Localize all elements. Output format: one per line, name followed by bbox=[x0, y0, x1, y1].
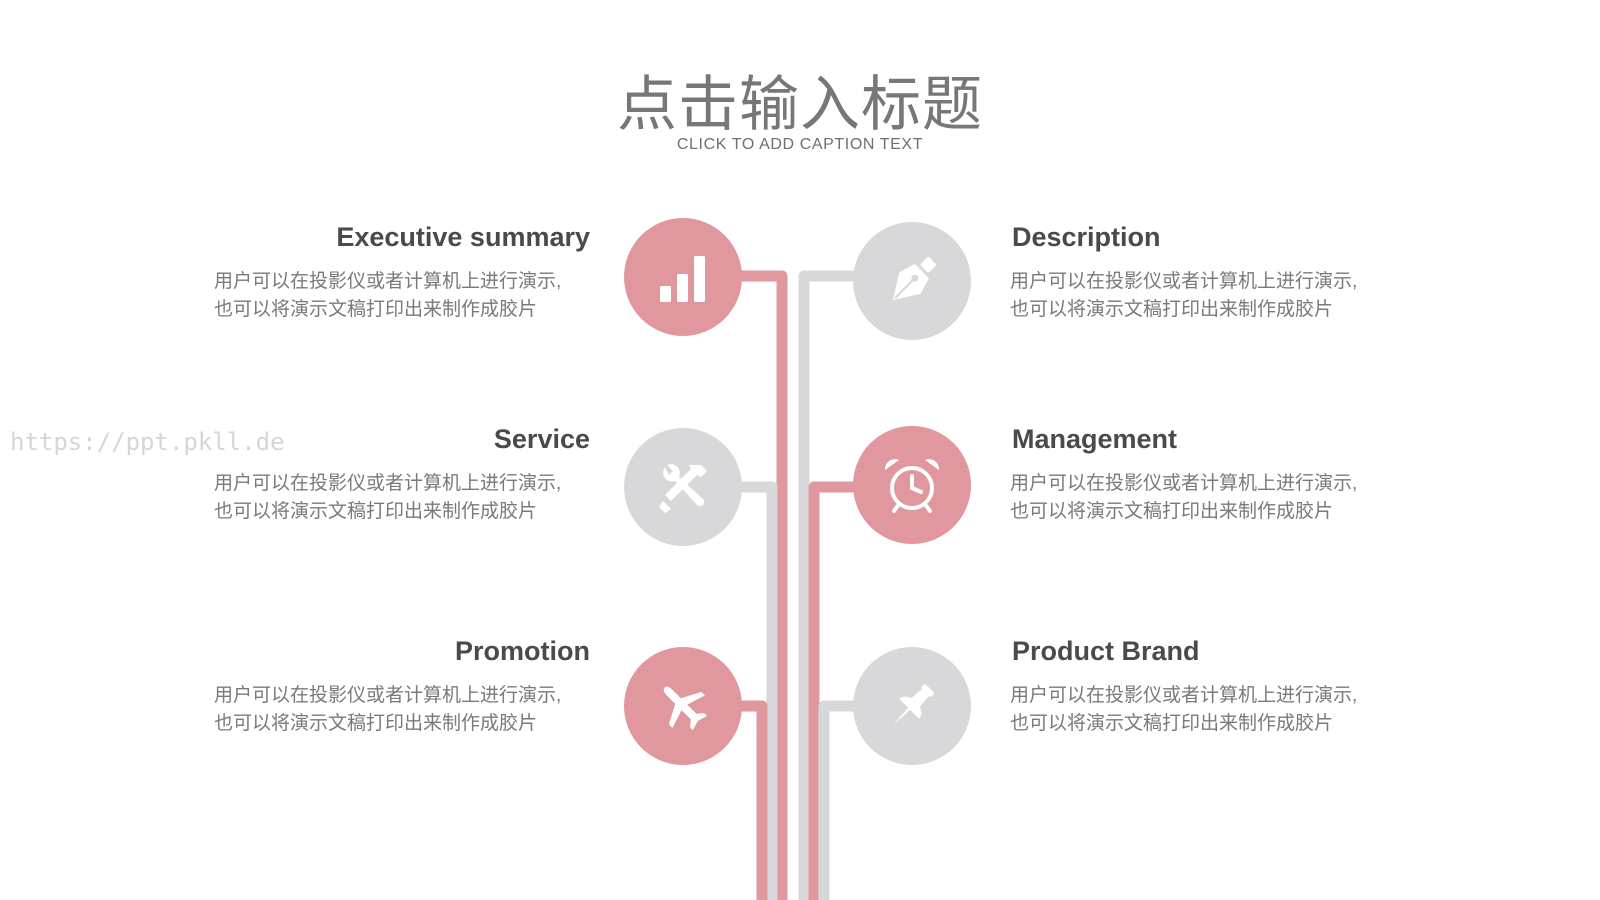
circle-management bbox=[853, 426, 971, 544]
connector-line-executive-summary bbox=[728, 270, 788, 900]
circle-executive-summary bbox=[624, 218, 742, 336]
circle-promotion bbox=[624, 647, 742, 765]
item-title: Promotion bbox=[455, 636, 590, 666]
item-text-line2: 也可以将演示文稿打印出来制作成胶片 bbox=[1010, 299, 1334, 320]
item-text-line2: 也可以将演示文稿打印出来制作成胶片 bbox=[1010, 713, 1334, 734]
item-title: Management bbox=[1012, 424, 1178, 454]
item-text-line1: 用户可以在投影仪或者计算机上进行演示, bbox=[214, 685, 562, 706]
bar-chart-icon bbox=[660, 256, 705, 302]
item-text-line2: 也可以将演示文稿打印出来制作成胶片 bbox=[214, 299, 538, 320]
item-text-line1: 用户可以在投影仪或者计算机上进行演示, bbox=[1010, 473, 1358, 494]
tools-icon bbox=[659, 464, 707, 513]
circle-description bbox=[853, 222, 971, 340]
item-text-line1: 用户可以在投影仪或者计算机上进行演示, bbox=[1010, 271, 1358, 292]
item-title: Executive summary bbox=[336, 222, 590, 252]
airplane-icon bbox=[663, 686, 708, 731]
page-title: 点击输入标题 bbox=[617, 70, 983, 140]
item-text-line2: 也可以将演示文稿打印出来制作成胶片 bbox=[1010, 501, 1334, 522]
alarm-clock-icon bbox=[884, 459, 940, 513]
page-subtitle: CLICK TO ADD CAPTION TEXT bbox=[676, 136, 924, 153]
item-title: Service bbox=[493, 424, 590, 454]
item-text-line2: 也可以将演示文稿打印出来制作成胶片 bbox=[214, 713, 538, 734]
item-title: Product Brand bbox=[1012, 636, 1200, 666]
pushpin-icon bbox=[892, 684, 934, 726]
item-title: Description bbox=[1012, 222, 1161, 252]
item-text-line2: 也可以将演示文稿打印出来制作成胶片 bbox=[214, 501, 538, 522]
connector-line-service bbox=[728, 481, 778, 900]
circle-service bbox=[624, 428, 742, 546]
connector-line-description bbox=[798, 270, 854, 900]
connector-line-management bbox=[808, 481, 854, 900]
item-text-line1: 用户可以在投影仪或者计算机上进行演示, bbox=[1010, 685, 1358, 706]
pen-nib-icon bbox=[892, 257, 936, 301]
connector-line-product-brand bbox=[818, 700, 854, 900]
watermark-text: https://ppt.pkll.de bbox=[10, 428, 285, 456]
item-text-line1: 用户可以在投影仪或者计算机上进行演示, bbox=[214, 271, 562, 292]
item-text-line1: 用户可以在投影仪或者计算机上进行演示, bbox=[214, 473, 562, 494]
circle-product-brand bbox=[853, 647, 971, 765]
